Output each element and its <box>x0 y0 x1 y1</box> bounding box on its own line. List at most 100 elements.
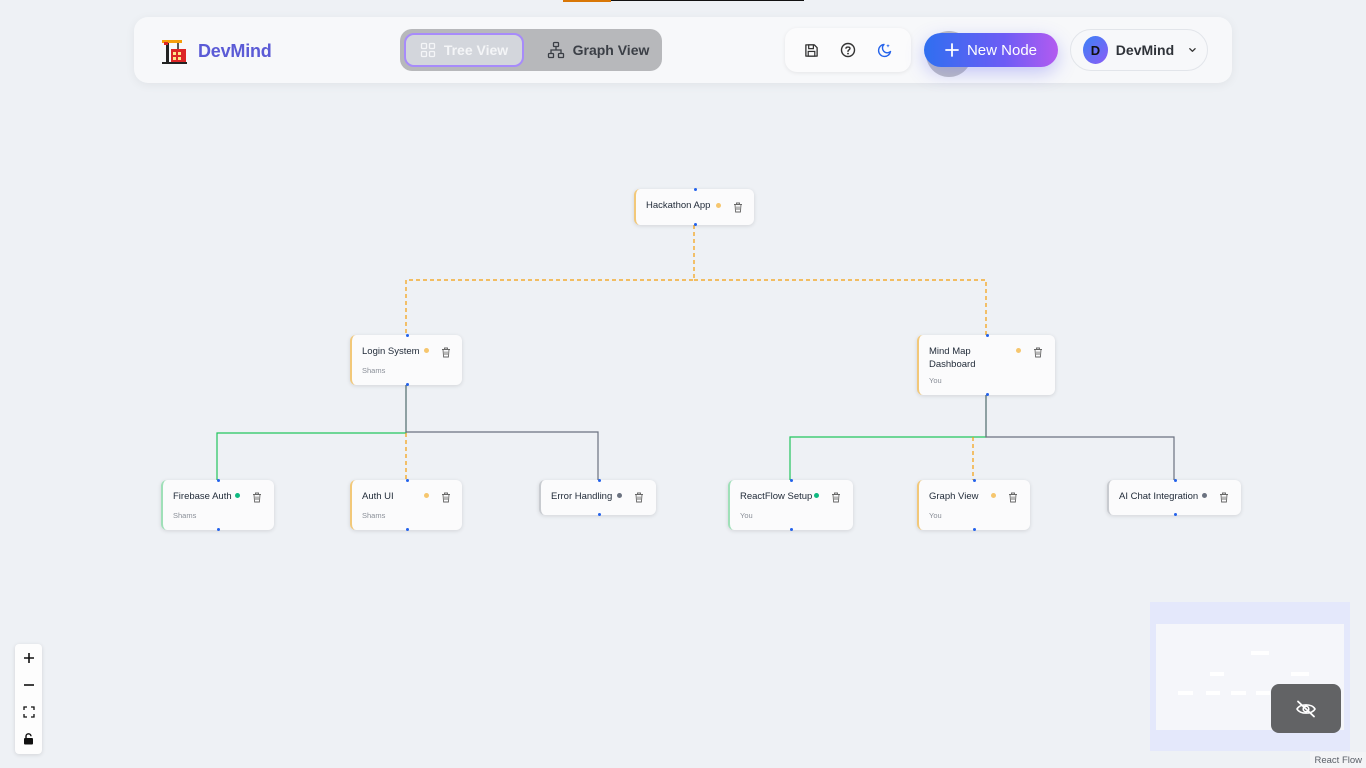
tab-graph-view[interactable]: Graph View <box>538 33 658 67</box>
node-ai-chat-integration[interactable]: AI Chat Integration <box>1107 479 1241 516</box>
top-accent-line <box>611 0 804 1</box>
status-dot <box>1202 493 1207 498</box>
minimap-node <box>1256 691 1270 695</box>
edge-dashboard-reactflow <box>789 395 987 480</box>
status-dot <box>424 493 429 498</box>
theme-toggle-button[interactable] <box>873 38 897 62</box>
status-dot <box>1016 348 1021 353</box>
help-icon <box>840 42 856 58</box>
top-accent-bar <box>563 0 611 2</box>
handle-top[interactable] <box>217 479 220 482</box>
edge-login-errors <box>405 385 599 480</box>
node-mind-map-dashboard[interactable]: Mind Map Dashboard You <box>917 334 1055 396</box>
save-button[interactable] <box>799 38 823 62</box>
node-reactflow-setup[interactable]: ReactFlow Setup You <box>728 479 853 531</box>
minimap-node <box>1210 672 1224 676</box>
minimap-node <box>1251 651 1269 655</box>
trash-icon[interactable] <box>634 492 644 503</box>
fit-view-button[interactable] <box>15 698 42 725</box>
zoom-in-icon <box>23 652 34 663</box>
node-title: ReactFlow Setup <box>740 491 813 502</box>
hide-minimap-button[interactable] <box>1271 684 1341 733</box>
new-node-button[interactable]: New Node <box>924 33 1058 67</box>
brand[interactable]: DevMind <box>160 37 272 65</box>
node-title: Hackathon App <box>646 200 711 211</box>
trash-icon[interactable] <box>1219 492 1229 503</box>
trash-icon[interactable] <box>831 492 841 503</box>
avatar: D <box>1083 36 1108 64</box>
node-firebase-auth[interactable]: Firebase Auth Shams <box>161 479 274 531</box>
user-menu[interactable]: D DevMind <box>1070 29 1208 71</box>
tab-tree-view[interactable]: Tree View <box>404 33 524 67</box>
handle-bottom[interactable] <box>1174 513 1177 516</box>
status-dot <box>617 493 622 498</box>
handle-top[interactable] <box>406 334 409 337</box>
grid-icon <box>420 42 435 58</box>
zoom-out-button[interactable] <box>15 671 42 698</box>
node-title: Graph View <box>929 491 979 502</box>
handle-top[interactable] <box>973 479 976 482</box>
minimap-node <box>1178 691 1193 695</box>
handle-top[interactable] <box>986 334 989 337</box>
node-owner: You <box>929 511 942 520</box>
handle-bottom[interactable] <box>598 513 601 516</box>
trash-icon[interactable] <box>252 492 262 503</box>
theme-toggle-icon <box>877 43 891 58</box>
node-auth-ui[interactable]: Auth UI Shams <box>350 479 462 531</box>
user-name: DevMind <box>1115 42 1175 58</box>
minimap-node <box>1291 672 1309 676</box>
node-hackathon-app[interactable]: Hackathon App <box>634 188 754 226</box>
new-node-label: New Node <box>966 41 1038 59</box>
handle-bottom[interactable] <box>406 528 409 531</box>
edge-root-dashboard <box>694 279 987 335</box>
status-dot <box>424 348 429 353</box>
handle-top[interactable] <box>694 188 697 191</box>
handle-bottom[interactable] <box>790 528 793 531</box>
edge-dashboard-aichat <box>985 395 1175 480</box>
handle-top[interactable] <box>1174 479 1177 482</box>
handle-bottom[interactable] <box>217 528 220 531</box>
edge-login-firebase <box>216 385 407 480</box>
node-title: Login System <box>362 346 420 357</box>
node-title: Mind Map Dashboard <box>929 346 976 370</box>
handle-top[interactable] <box>598 479 601 482</box>
zoom-in-button[interactable] <box>15 644 42 671</box>
lock-button[interactable] <box>15 725 42 752</box>
handle-top[interactable] <box>406 479 409 482</box>
status-dot <box>991 493 996 498</box>
network-icon <box>547 41 564 59</box>
node-owner: You <box>740 511 753 520</box>
handle-bottom[interactable] <box>986 393 989 396</box>
tab-tree-view-label: Tree View <box>443 42 509 58</box>
node-title: Auth UI <box>362 491 394 502</box>
canvas-controls <box>15 644 42 754</box>
react-flow-attribution[interactable]: React Flow <box>1310 752 1366 768</box>
top-navbar: DevMind Tree View Graph View <box>134 17 1232 83</box>
trash-icon[interactable] <box>1008 492 1018 503</box>
trash-icon[interactable] <box>733 202 743 213</box>
node-title: Firebase Auth <box>173 491 232 502</box>
node-title: AI Chat Integration <box>1119 491 1199 502</box>
trash-icon[interactable] <box>441 347 451 358</box>
plus-icon <box>945 43 959 57</box>
handle-top[interactable] <box>790 479 793 482</box>
trash-icon[interactable] <box>441 492 451 503</box>
trash-icon[interactable] <box>1033 347 1043 358</box>
node-login-system[interactable]: Login System Shams <box>350 334 462 386</box>
lock-icon <box>24 732 33 744</box>
edge-root-login <box>405 225 695 335</box>
crane-logo-icon <box>162 40 187 64</box>
brand-name: DevMind <box>198 40 272 61</box>
node-owner: Shams <box>173 511 197 520</box>
handle-bottom[interactable] <box>406 383 409 386</box>
node-graph-view[interactable]: Graph View You <box>917 479 1030 531</box>
minimap-node <box>1231 691 1246 695</box>
handle-bottom[interactable] <box>694 223 697 226</box>
status-dot <box>814 493 819 498</box>
minimap-node <box>1206 691 1220 695</box>
node-error-handling[interactable]: Error Handling <box>539 479 656 516</box>
handle-bottom[interactable] <box>973 528 976 531</box>
status-dot <box>235 493 240 498</box>
help-button[interactable] <box>836 38 860 62</box>
